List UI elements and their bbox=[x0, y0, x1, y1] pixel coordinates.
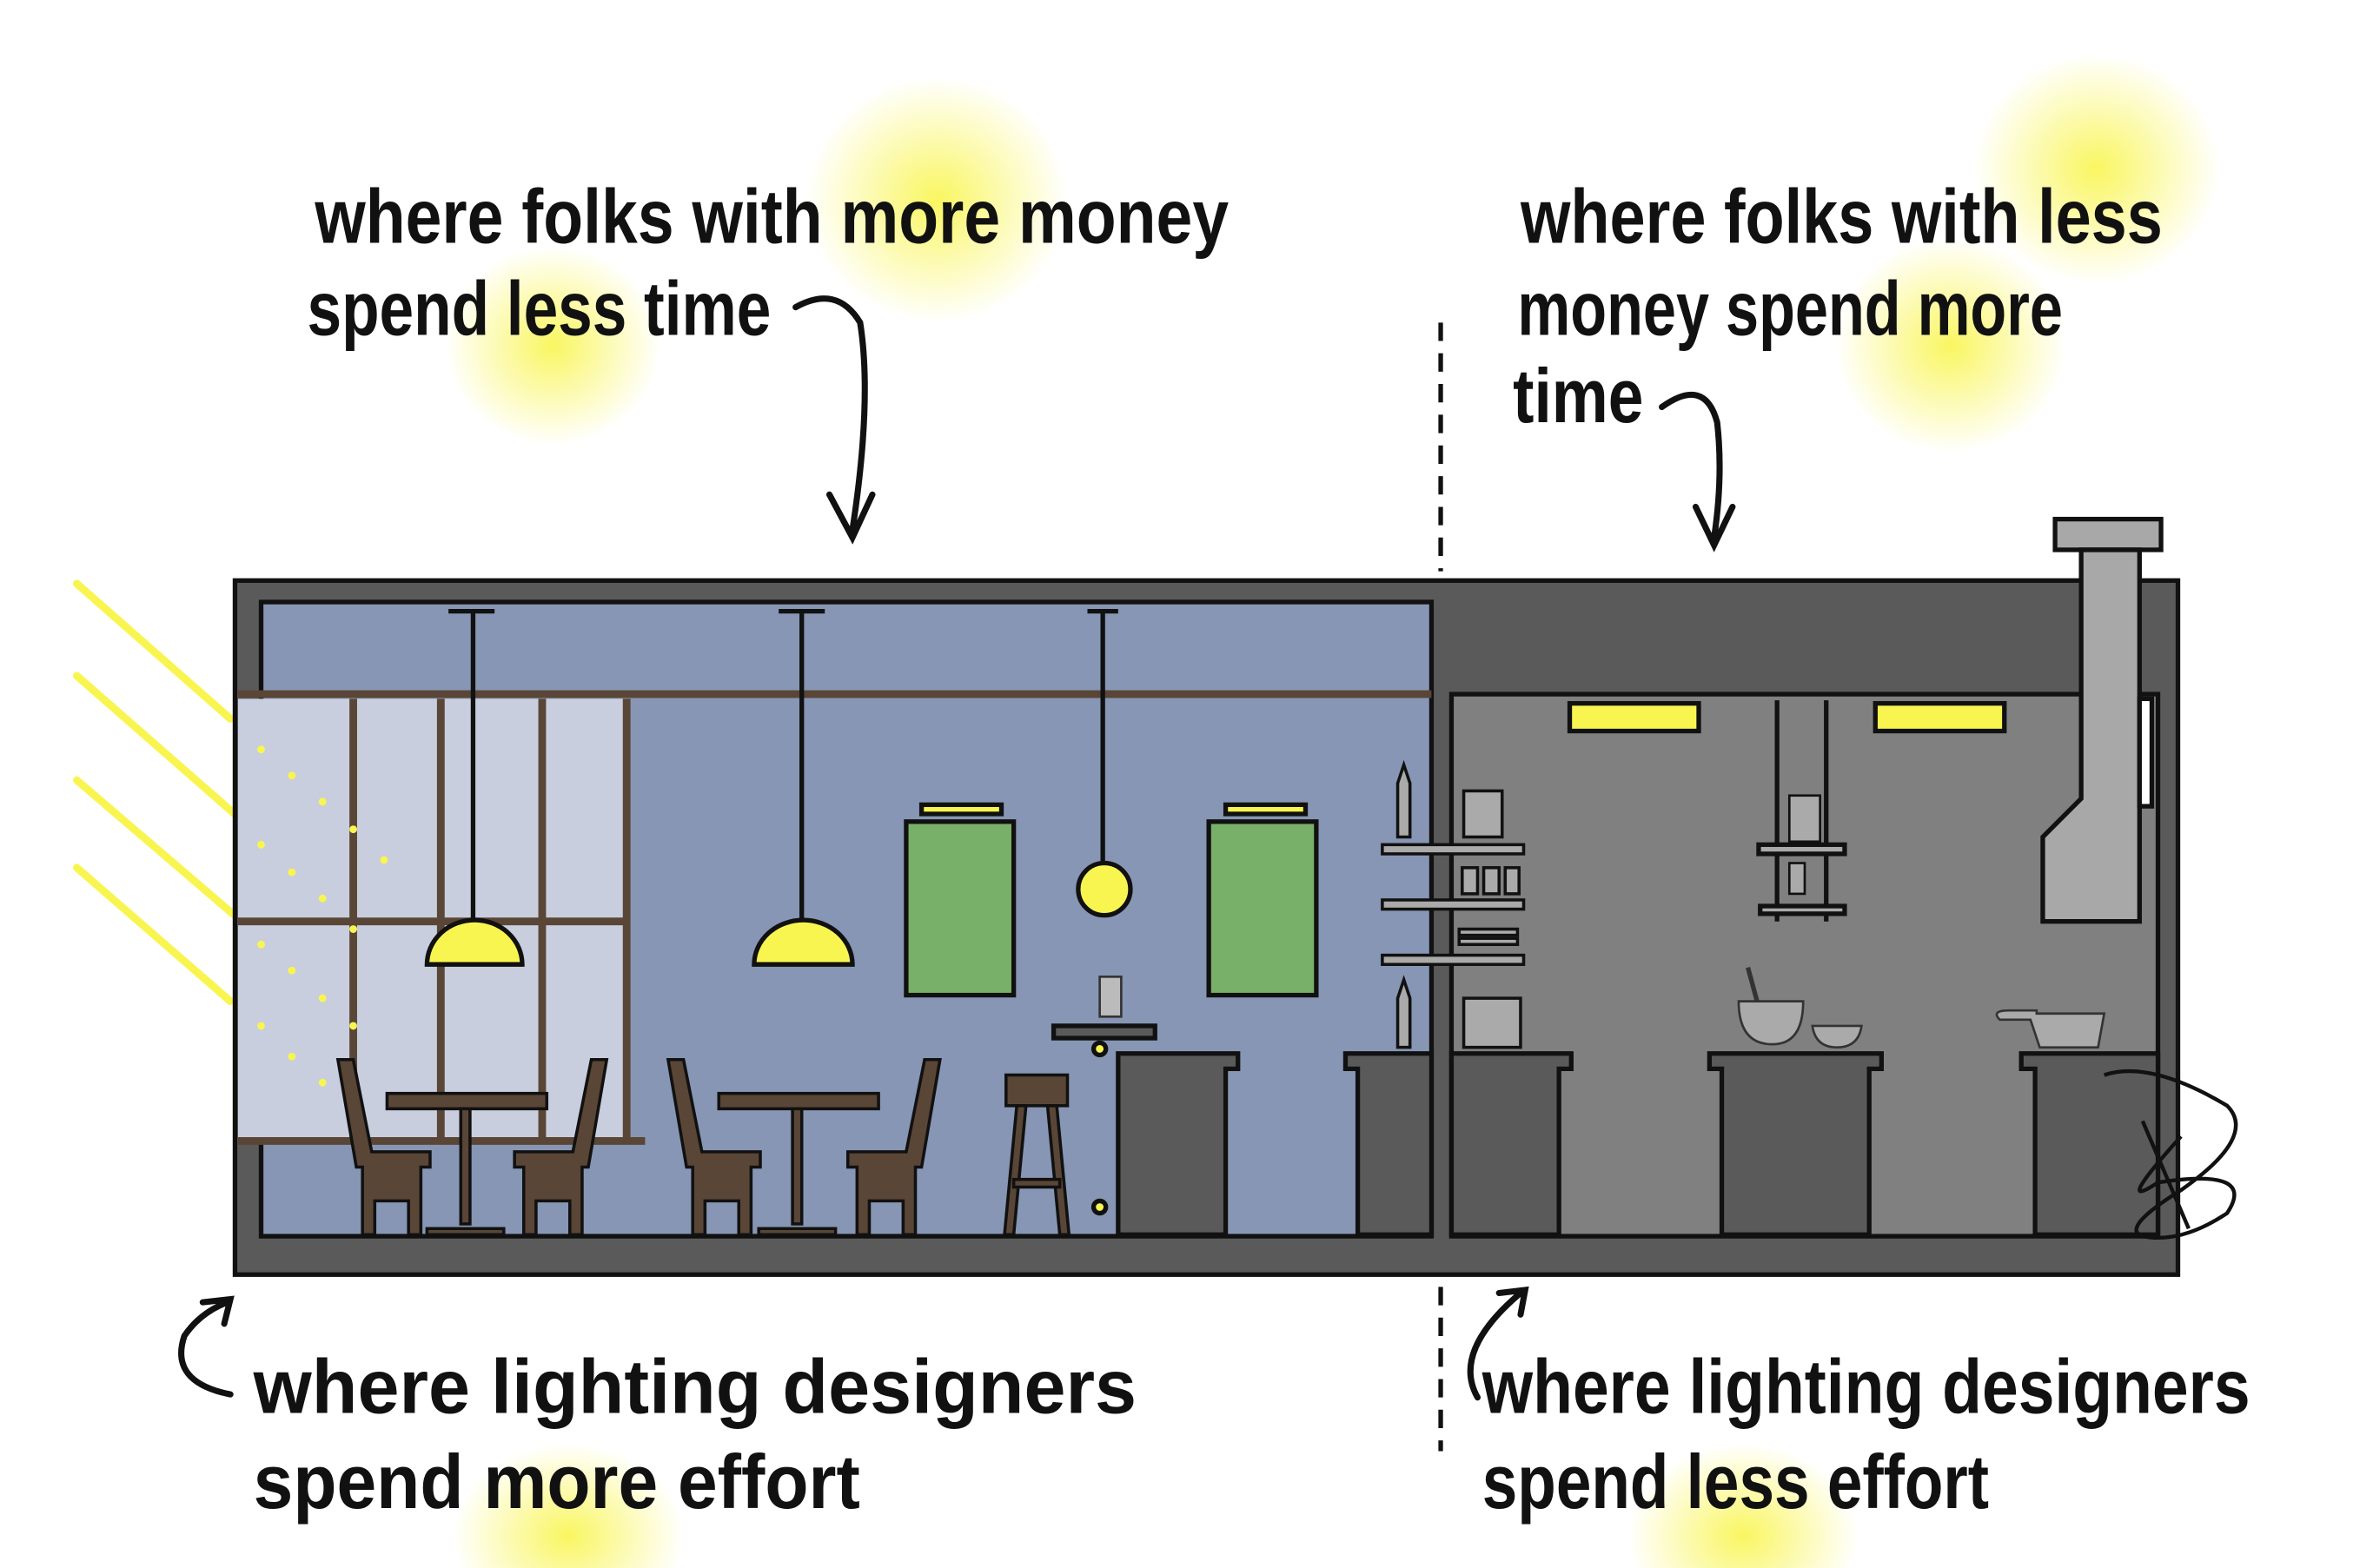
annotation-text: money spend more bbox=[1517, 265, 2063, 351]
sunlight-rays bbox=[72, 579, 242, 1006]
pendant-light bbox=[424, 608, 525, 967]
annotation-text: spend more effort bbox=[254, 1439, 860, 1525]
arrow-down-icon bbox=[792, 295, 876, 545]
kitchen-counters bbox=[1448, 1051, 2161, 1237]
kitchen-light bbox=[1567, 701, 2007, 734]
cookware bbox=[1737, 967, 2106, 1049]
artist-signature bbox=[2103, 1068, 2238, 1241]
annotation-text: where lighting designers bbox=[1481, 1343, 2250, 1429]
wall-art bbox=[1206, 802, 1319, 998]
highlight-glows bbox=[445, 53, 2220, 1568]
arrow-down-icon bbox=[1659, 391, 1736, 552]
annotation-bottom-left: where lighting designers spend more effo… bbox=[178, 1295, 1137, 1525]
annotation-text: time bbox=[1513, 353, 1643, 439]
dining-table-set bbox=[335, 1058, 1071, 1237]
bar-shelves bbox=[1381, 759, 1526, 1049]
annotation-text: spend less time bbox=[308, 265, 772, 351]
annotation-bottom-right: where lighting designers spend less effo… bbox=[1467, 1286, 2250, 1525]
bar-back-counter bbox=[1342, 1051, 1435, 1237]
annotation-text: spend less effort bbox=[1482, 1439, 1989, 1525]
annotation-text: where lighting designers bbox=[253, 1343, 1137, 1429]
hanging-rack bbox=[1756, 700, 1847, 922]
annotation-text: where folks with less bbox=[1520, 173, 2163, 259]
pendant-light bbox=[752, 608, 855, 967]
annotation-top-left: where folks with more money spend less t… bbox=[308, 173, 1230, 545]
annotation-text: where folks with more money bbox=[315, 173, 1230, 259]
bar-counter bbox=[1051, 976, 1241, 1237]
wall-art bbox=[904, 802, 1017, 998]
arrow-up-icon bbox=[178, 1295, 235, 1398]
pendant-light bbox=[1076, 608, 1133, 918]
arrow-up-icon bbox=[1467, 1286, 1529, 1401]
range-hood bbox=[2040, 516, 2164, 924]
annotation-top-right: where folks with less money spend more t… bbox=[1513, 173, 2163, 552]
